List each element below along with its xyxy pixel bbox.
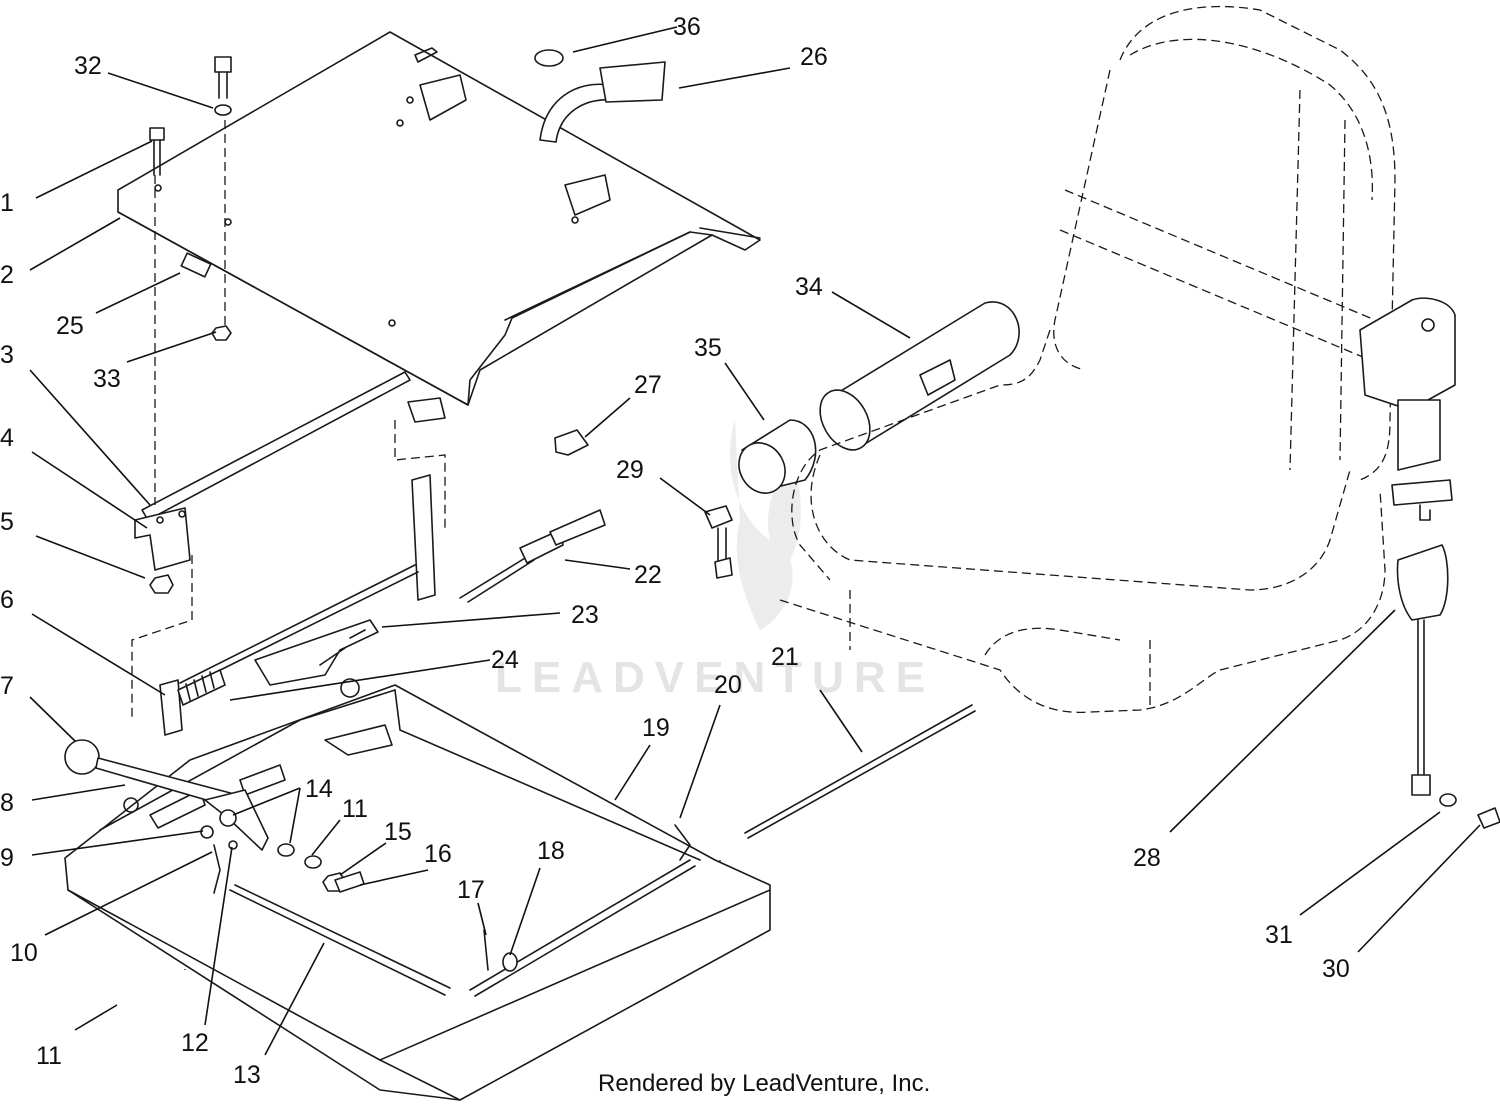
callout-31: 31 [1265,921,1293,949]
callout-15: 15 [384,818,412,846]
callout-26: 26 [800,43,828,71]
callout-6: 6 [0,586,14,614]
decal [180,252,212,278]
latch-bracket [407,397,446,601]
callout-24: 24 [491,646,519,674]
callout-34: 34 [795,273,823,301]
callout-21: 21 [771,643,799,671]
seat-bracket [134,371,411,594]
callout-10: 10 [10,939,38,967]
callout-7: 7 [0,672,14,700]
callout-11: 11 [342,795,368,823]
tube-34 [819,301,1020,451]
seat-pan-plate [117,31,761,406]
callout-29: 29 [616,456,644,484]
callout-30: 30 [1322,955,1350,983]
callout-27: 27 [634,371,662,399]
callout-1: 1 [0,189,14,217]
bolt-1 [149,127,165,176]
callout-28: 28 [1133,844,1161,872]
rod-21 [744,704,976,839]
clip-27 [554,429,589,456]
callout-25: 25 [56,312,84,340]
callout-23: 23 [571,601,599,629]
watermark-text: LEADVENTURE [495,653,935,702]
callout-18: 18 [537,837,565,865]
seat-belt [1359,297,1500,829]
bolt-32 [214,56,232,116]
callout-3: 3 [0,341,14,369]
callout-35: 35 [694,334,722,362]
callout-20: 20 [714,671,742,699]
callout-33: 33 [93,365,121,393]
callout-4: 4 [0,424,14,452]
seat-outline [779,5,1396,714]
support-26 [539,61,666,143]
callout-12: 12 [181,1029,209,1057]
callout-numbers: 1 2 3 4 5 6 7 8 9 10 11 11 12 13 14 15 1… [0,13,1350,1089]
seat-base-frame [64,678,771,1101]
callout-13: 13 [233,1061,261,1089]
callout-11: 11 [36,1042,62,1070]
callout-9: 9 [0,844,14,872]
clip-29 [704,505,733,579]
tube-35 [738,419,817,494]
callout-19: 19 [642,714,670,742]
footer-credit: Rendered by LeadVenture, Inc. [598,1070,931,1097]
adjust-handle [64,739,269,851]
callout-22: 22 [634,561,662,589]
callout-2: 2 [0,261,14,289]
callout-5: 5 [0,508,14,536]
leader-lines [29,26,1481,1056]
callout-16: 16 [424,840,452,868]
callout-8: 8 [0,789,14,817]
latch-rod-assembly [159,509,606,736]
callout-32: 32 [74,52,102,80]
callout-17: 17 [457,876,485,904]
grommet-36 [534,49,564,67]
callout-36: 36 [673,13,701,41]
callout-14: 14 [305,775,333,803]
